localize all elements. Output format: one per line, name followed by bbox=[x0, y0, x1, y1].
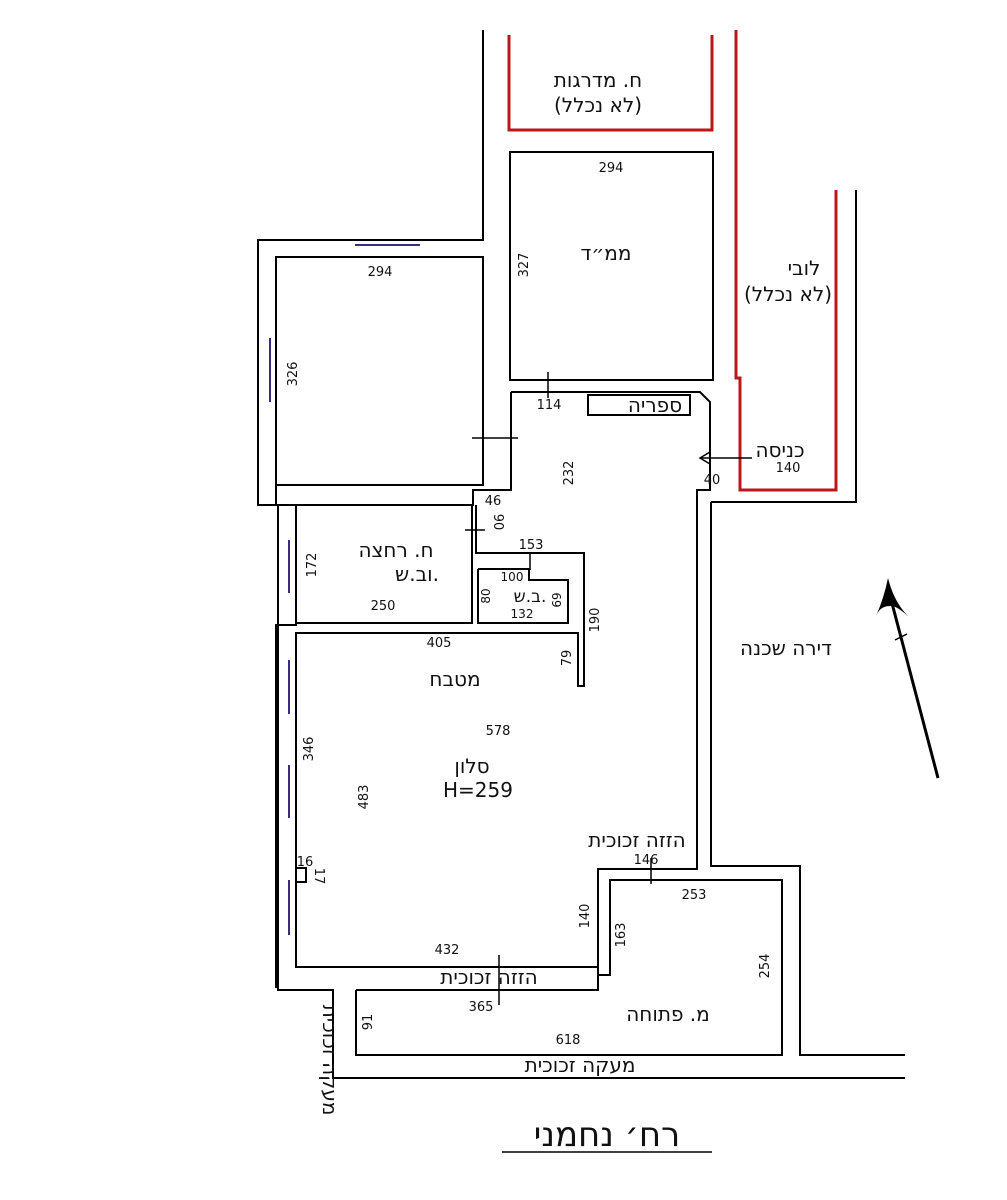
street-label: רח׳ נחמני bbox=[534, 1115, 680, 1155]
dim-153: 153 bbox=[519, 538, 544, 553]
lobby-note: (לא נכלל) bbox=[744, 282, 832, 306]
apartment-inner-outline bbox=[296, 392, 512, 506]
dimension-labels: 294 327 294 326 114 232 140 40 46 90 172… bbox=[286, 161, 800, 1048]
bathroom-walls bbox=[295, 504, 473, 624]
toilet-label: ב.ש. bbox=[514, 587, 547, 607]
kitchen-label: מטבח bbox=[429, 667, 480, 691]
entrance-label: כניסה bbox=[755, 438, 804, 462]
dim-618: 618 bbox=[556, 1033, 581, 1048]
dim-80: 80 bbox=[479, 588, 493, 603]
bathroom-label-2: וב.ש. bbox=[395, 562, 439, 586]
dim-294-bedroom: 294 bbox=[368, 265, 393, 280]
dim-250: 250 bbox=[371, 599, 396, 614]
stairwell-outline bbox=[507, 35, 714, 132]
dim-163: 163 bbox=[614, 923, 629, 948]
dim-326: 326 bbox=[286, 362, 301, 387]
room-labels: ח. מדרגות (לא נכלל) ממ״ד לובי (לא נכלל) … bbox=[318, 68, 832, 1155]
north-arrow-icon bbox=[876, 578, 940, 779]
stairwell-note: (לא נכלל) bbox=[554, 93, 642, 117]
living-height: H=259 bbox=[443, 778, 513, 802]
dim-578: 578 bbox=[486, 724, 511, 739]
dim-140-balcony: 140 bbox=[578, 904, 593, 929]
column bbox=[295, 867, 307, 883]
lobby-right-wall bbox=[711, 190, 857, 503]
dim-16: 16 bbox=[297, 855, 314, 870]
living-label: סלון bbox=[454, 754, 489, 778]
not-included-outlines bbox=[507, 30, 838, 492]
dim-232: 232 bbox=[562, 461, 577, 486]
dim-46: 46 bbox=[485, 494, 502, 509]
neighbor-label: דירה שכנה bbox=[740, 636, 832, 660]
dim-79: 79 bbox=[560, 650, 575, 667]
dim-365: 365 bbox=[469, 1000, 494, 1015]
dim-483: 483 bbox=[357, 785, 372, 810]
library-label: ספריה bbox=[628, 393, 682, 417]
dim-90: 90 bbox=[490, 514, 505, 531]
dim-114: 114 bbox=[537, 398, 562, 413]
dim-432: 432 bbox=[435, 943, 460, 958]
dim-254: 254 bbox=[758, 954, 773, 979]
bathroom-label-1: ח. רחצה bbox=[358, 538, 433, 562]
windows bbox=[269, 244, 420, 935]
dim-40: 40 bbox=[704, 473, 721, 488]
dim-294-safe-room: 294 bbox=[599, 161, 624, 176]
open-balcony-label: מ. פתוחה bbox=[626, 1002, 710, 1026]
library-shelf bbox=[587, 394, 691, 416]
safe-room-label: ממ״ד bbox=[581, 241, 632, 265]
dim-253: 253 bbox=[682, 888, 707, 903]
dim-405: 405 bbox=[427, 636, 452, 651]
safe-room-walls bbox=[509, 151, 714, 381]
balcony-outer bbox=[355, 879, 783, 1056]
stairwell-label: ח. מדרגות bbox=[554, 68, 642, 92]
dim-91: 91 bbox=[361, 1014, 376, 1031]
dim-69: 69 bbox=[550, 592, 564, 607]
living-outer-outline bbox=[295, 391, 711, 968]
walls bbox=[257, 30, 905, 1079]
toilet-walls bbox=[477, 568, 569, 624]
dim-190: 190 bbox=[588, 608, 603, 633]
glass-rail-bottom-label: מעקה זכוכית bbox=[525, 1053, 636, 1077]
corridor-wall bbox=[296, 505, 585, 687]
glass-rail-side-label: מעקה זכוכית bbox=[318, 1005, 342, 1116]
dim-327: 327 bbox=[517, 253, 532, 278]
dimension-ticks bbox=[465, 372, 752, 1005]
dim-132: 132 bbox=[511, 607, 534, 621]
dim-146: 146 bbox=[634, 853, 659, 868]
glass-slide-label-2: הזזה זכוכית bbox=[440, 965, 537, 989]
dim-346: 346 bbox=[302, 737, 317, 762]
lobby-label: לובי bbox=[788, 256, 821, 280]
glass-slide-label-1: הזזה זכוכית bbox=[588, 828, 685, 852]
outer-wall-inner bbox=[275, 256, 484, 988]
dim-172: 172 bbox=[305, 553, 320, 578]
right-building-wall bbox=[710, 502, 905, 1056]
dim-17: 17 bbox=[311, 868, 326, 885]
lobby-outline bbox=[734, 30, 838, 492]
entrance-arrow-head bbox=[698, 451, 711, 465]
dim-140-entrance: 140 bbox=[776, 461, 801, 476]
dim-100: 100 bbox=[501, 570, 524, 584]
